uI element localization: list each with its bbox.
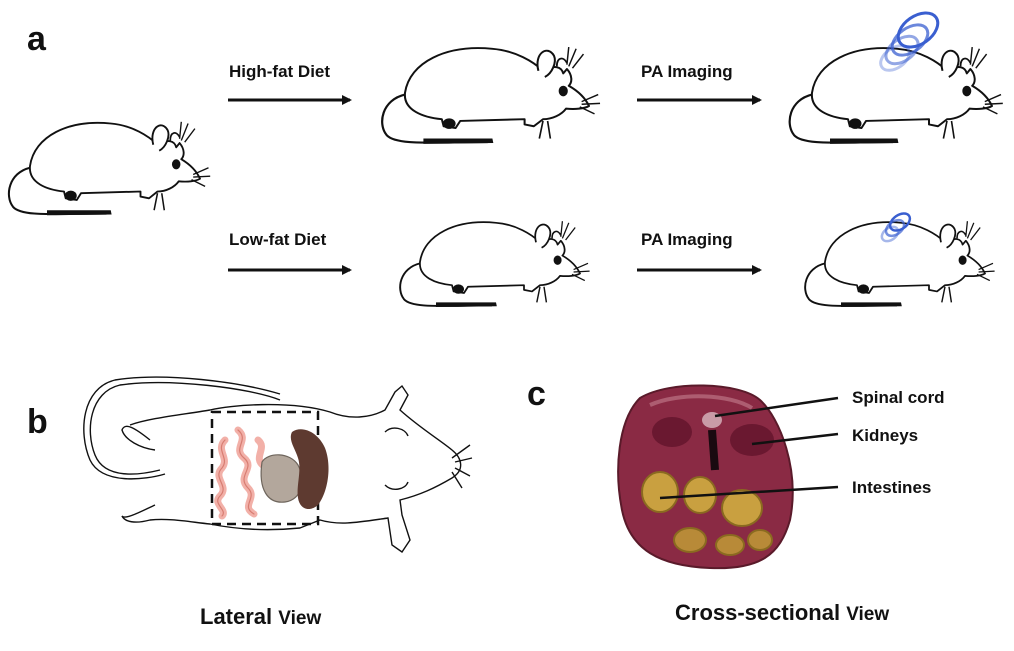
mouse-high-fat [381, 45, 602, 145]
intestines-illustration [214, 426, 268, 520]
mouse-low-fat [399, 220, 591, 309]
mouse-high-fat-imaged [788, 45, 1004, 145]
cross-section-image [617, 384, 794, 570]
cross-sectional-view-title-bold: Cross-sectional [675, 600, 841, 625]
panel-label-b: b [27, 403, 48, 441]
cross-sectional-view-title-rest: View [846, 604, 890, 625]
annotation-kidneys: Kidneys [852, 426, 919, 445]
leader-spinal-cord [714, 396, 839, 418]
annotation-spinal-cord: Spinal cord [852, 388, 945, 407]
annotation-intestines: Intestines [852, 478, 932, 497]
pa-signal-icon-small [880, 212, 912, 243]
region-box [210, 410, 320, 526]
pa-imaging-label-bottom: PA Imaging [641, 230, 733, 249]
high-fat-diet-label: High-fat Diet [229, 62, 331, 81]
mouse-initial [7, 120, 212, 217]
panel-label-c: c [527, 375, 546, 413]
cross-sectional-view-title: Cross-sectional View [675, 600, 889, 626]
lateral-view-title-bold: Lateral [200, 604, 273, 629]
panel-label-a: a [27, 20, 46, 58]
liver-illustration [290, 429, 329, 510]
pa-signal-icon-large [879, 11, 940, 72]
leader-intestines [659, 485, 839, 500]
mouse-low-fat-imaged [804, 220, 996, 309]
leader-kidneys [751, 432, 839, 446]
pa-imaging-label-top: PA Imaging [641, 62, 733, 81]
low-fat-diet-label: Low-fat Diet [229, 230, 327, 249]
lateral-view-title: Lateral View [200, 604, 321, 630]
mouse-anatomy-outline [83, 376, 473, 553]
stomach-illustration [260, 454, 303, 503]
lateral-view-title-rest: View [278, 608, 322, 629]
